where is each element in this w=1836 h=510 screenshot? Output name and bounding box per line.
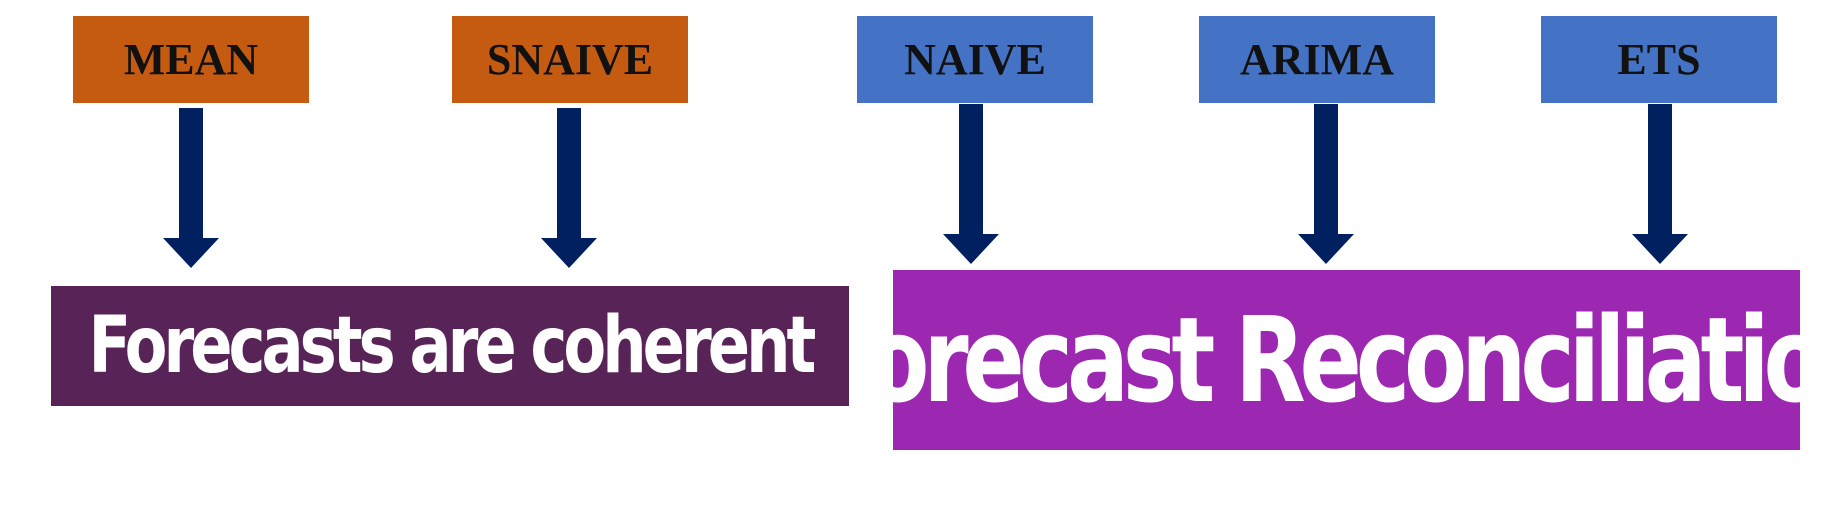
arrow-down-icon (1298, 104, 1354, 264)
method-label-ets: ETS (1617, 35, 1701, 84)
method-label-arima: ARIMA (1240, 35, 1394, 84)
result-box-coherent: Forecasts are coherent (51, 286, 849, 406)
method-label-snaive: SNAIVE (486, 35, 654, 84)
result-label-coherent: Forecasts are coherent (88, 301, 816, 391)
method-box-mean: MEAN (73, 16, 309, 103)
arrow-down-icon (163, 108, 219, 268)
arrow-down-icon (541, 108, 597, 268)
arrow-down-icon (943, 104, 999, 264)
method-box-arima: ARIMA (1199, 16, 1435, 103)
result-label-reconciliation: Forecast Reconciliation (893, 291, 1800, 429)
method-box-snaive: SNAIVE (452, 16, 688, 103)
method-box-ets: ETS (1541, 16, 1777, 103)
result-box-reconciliation: Forecast Reconciliation (893, 270, 1800, 450)
method-label-mean: MEAN (123, 35, 259, 84)
method-label-naive: NAIVE (904, 35, 1046, 84)
arrow-down-icon (1632, 104, 1688, 264)
method-box-naive: NAIVE (857, 16, 1093, 103)
